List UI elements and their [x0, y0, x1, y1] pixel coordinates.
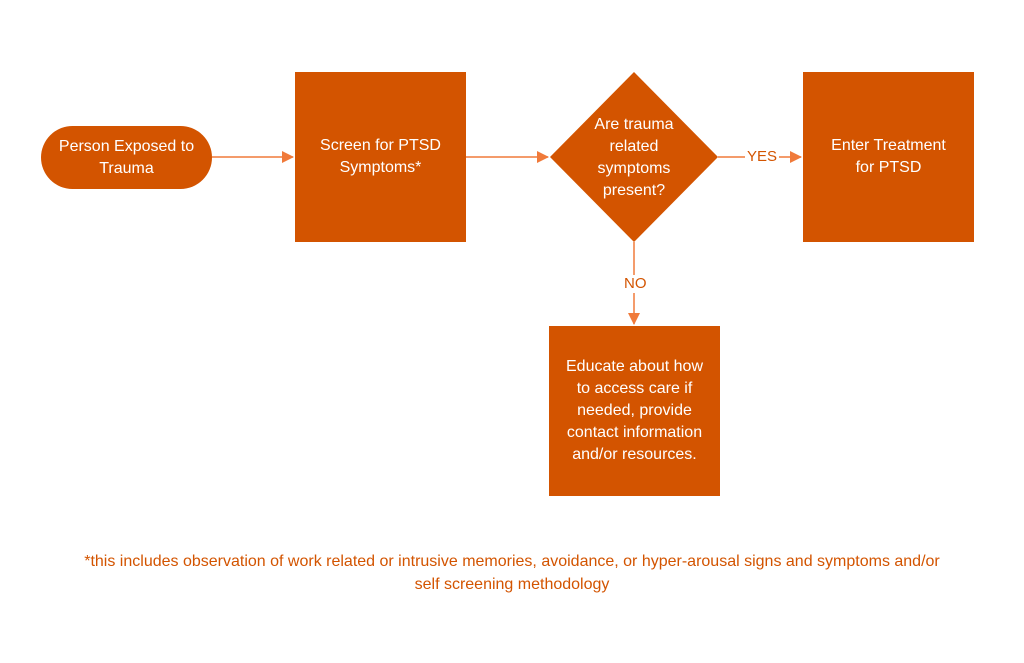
screen-node-label: Screen for PTSD Symptoms* — [320, 137, 441, 176]
decision-node-label: Are trauma related symptoms present? — [594, 116, 674, 199]
treatment-node: Enter Treatment for PTSD — [803, 72, 974, 242]
educate-node: Educate about how to access care if need… — [549, 326, 720, 496]
educate-node-label: Educate about how to access care if need… — [566, 358, 703, 463]
footnote: *this includes observation of work relat… — [84, 553, 940, 593]
treatment-node-label: Enter Treatment for PTSD — [831, 137, 946, 176]
yes-edge-label: YES — [745, 148, 780, 166]
decision-node: Are trauma related symptoms present? — [570, 113, 698, 203]
start-node: Person Exposed to Trauma — [41, 126, 212, 189]
no-edge-label: NO — [622, 275, 649, 293]
decision-diamond — [550, 72, 718, 242]
start-node-label: Person Exposed to Trauma — [58, 137, 195, 177]
screen-node: Screen for PTSD Symptoms* — [295, 72, 466, 242]
